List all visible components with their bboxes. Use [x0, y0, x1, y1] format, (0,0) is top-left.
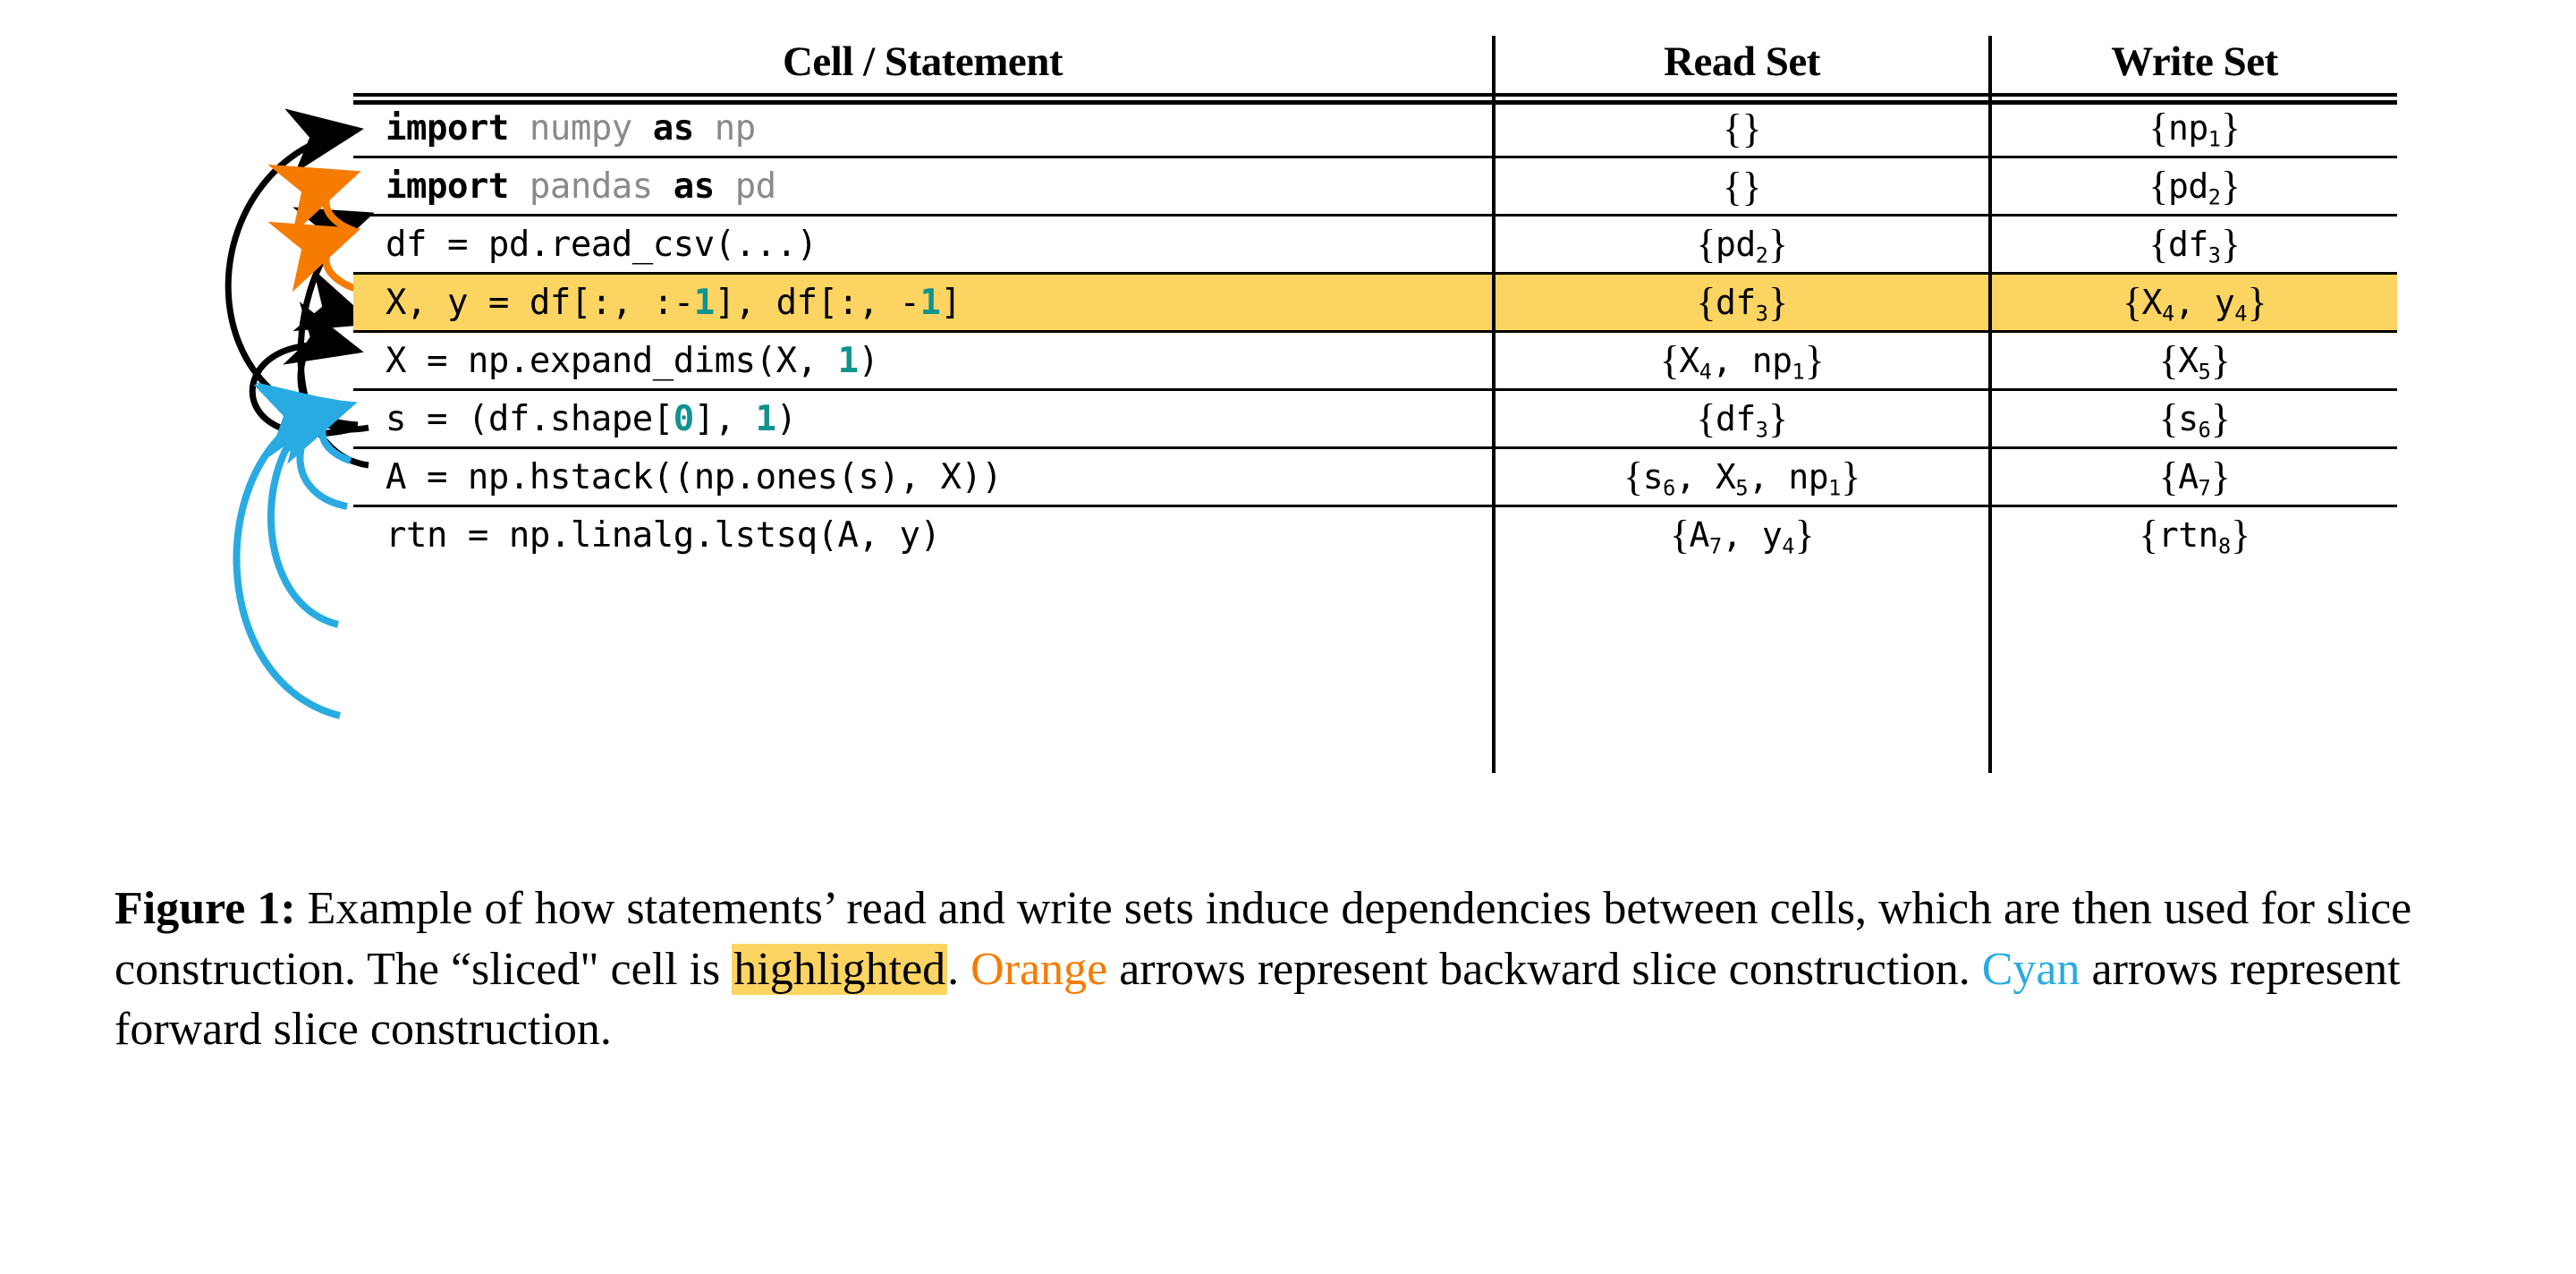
dependency-table: Cell / Statement Read Set Write Set impo…	[353, 36, 2397, 563]
caption-text-1: Example of how statements’ read and writ…	[114, 883, 2412, 995]
table-row: s = (df.shape[0], 1) {df3} {s6}	[353, 388, 2397, 448]
cell-read-set: {}	[1494, 156, 1992, 216]
table-row: df = pd.read_csv(...) {pd2} {df3}	[353, 214, 2397, 274]
cell-write-set: {df3}	[1990, 214, 2397, 274]
cell-read-set: {df3}	[1494, 272, 1992, 332]
cell-read-set: {}	[1494, 100, 1992, 157]
arrow-black-row4-to-row7	[249, 302, 364, 437]
table-row: import numpy as np {} {np1}	[353, 100, 2397, 157]
cell-statement: rtn = np.linalg.lstsq(A, y)	[353, 505, 1496, 563]
cell-statement: X = np.expand_dims(X, 1)	[353, 330, 1496, 390]
cell-statement: df = pd.read_csv(...)	[353, 214, 1496, 274]
caption-orange-word: Orange	[970, 943, 1108, 995]
cell-write-set: {s6}	[1990, 388, 2397, 448]
caption-text-3: arrows represent backward slice construc…	[1107, 943, 1982, 995]
column-separator-1	[1492, 39, 1496, 773]
header-cell-write-set: Write Set	[2111, 38, 2278, 85]
cell-read-set: {df3}	[1494, 388, 1992, 448]
cell-read-set: {pd2}	[1494, 214, 1992, 274]
table-header: Cell / Statement Read Set Write Set	[353, 36, 2397, 100]
cell-write-set: {X5}	[1990, 330, 2397, 390]
figure-caption: Figure 1: Example of how statements’ rea…	[114, 879, 2476, 1060]
table-row: X = np.expand_dims(X, 1) {X4, np1} {X5}	[353, 330, 2397, 390]
table-row: rtn = np.linalg.lstsq(A, y) {A7, y4} {rt…	[353, 505, 2397, 563]
cell-write-set: {A7}	[1990, 446, 2397, 506]
table-row-highlighted: X, y = df[:, :-1], df[:, -1] {df3} {X4, …	[353, 272, 2397, 332]
cell-read-set: {X4, np1}	[1494, 330, 1992, 390]
table-header-row: Cell / Statement Read Set Write Set	[353, 36, 2397, 100]
caption-cyan-word: Cyan	[1981, 943, 2080, 995]
cell-statement: import pandas as pd	[353, 156, 1496, 216]
cell-statement: A = np.hstack((np.ones(s), X))	[353, 446, 1496, 506]
arrow-orange-row4-to-row2	[267, 164, 361, 235]
table-row: A = np.hstack((np.ones(s), X)) {s6, X5, …	[353, 446, 2397, 506]
arrow-orange-row4-to-row3	[267, 221, 361, 293]
figure-label: Figure 1:	[114, 883, 296, 934]
cell-read-set: {A7, y4}	[1494, 505, 1992, 563]
arrow-cyan-row4-to-row8	[233, 382, 347, 719]
cell-statement: s = (df.shape[0], 1)	[353, 388, 1496, 448]
cell-write-set: {pd2}	[1990, 156, 2397, 216]
arrow-cyan-row4-to-row5	[261, 386, 354, 510]
cell-write-set: {rtn8}	[1990, 505, 2397, 563]
cell-write-set: {np1}	[2148, 105, 2241, 152]
cell-read-set: {s6, X5, np1}	[1494, 446, 1992, 506]
cell-statement: X, y = df[:, :-1], df[:, -1]	[353, 272, 1496, 332]
caption-text-2: .	[947, 943, 971, 995]
cell-write-set: {X4, y4}	[1990, 272, 2397, 332]
header-cell-statement: Cell / Statement	[353, 36, 1496, 100]
table-row: import pandas as pd {} {pd2}	[353, 156, 2397, 216]
arrow-black-row4-to-row1	[225, 108, 364, 429]
arrow-cyan-row4-to-row7	[253, 384, 345, 628]
column-separator-2	[1988, 39, 1992, 773]
caption-highlight-word: highlighted	[732, 943, 948, 995]
header-cell-read-set: Read Set	[1494, 36, 1992, 100]
arrow-cyan-row4-to-row4	[264, 393, 358, 464]
caption-text-4: arrows represent forward slice construct…	[114, 943, 2401, 1056]
cell-statement: import numpy as np	[353, 100, 1496, 157]
table-body: import numpy as np {} {np1} import panda…	[353, 100, 2397, 563]
